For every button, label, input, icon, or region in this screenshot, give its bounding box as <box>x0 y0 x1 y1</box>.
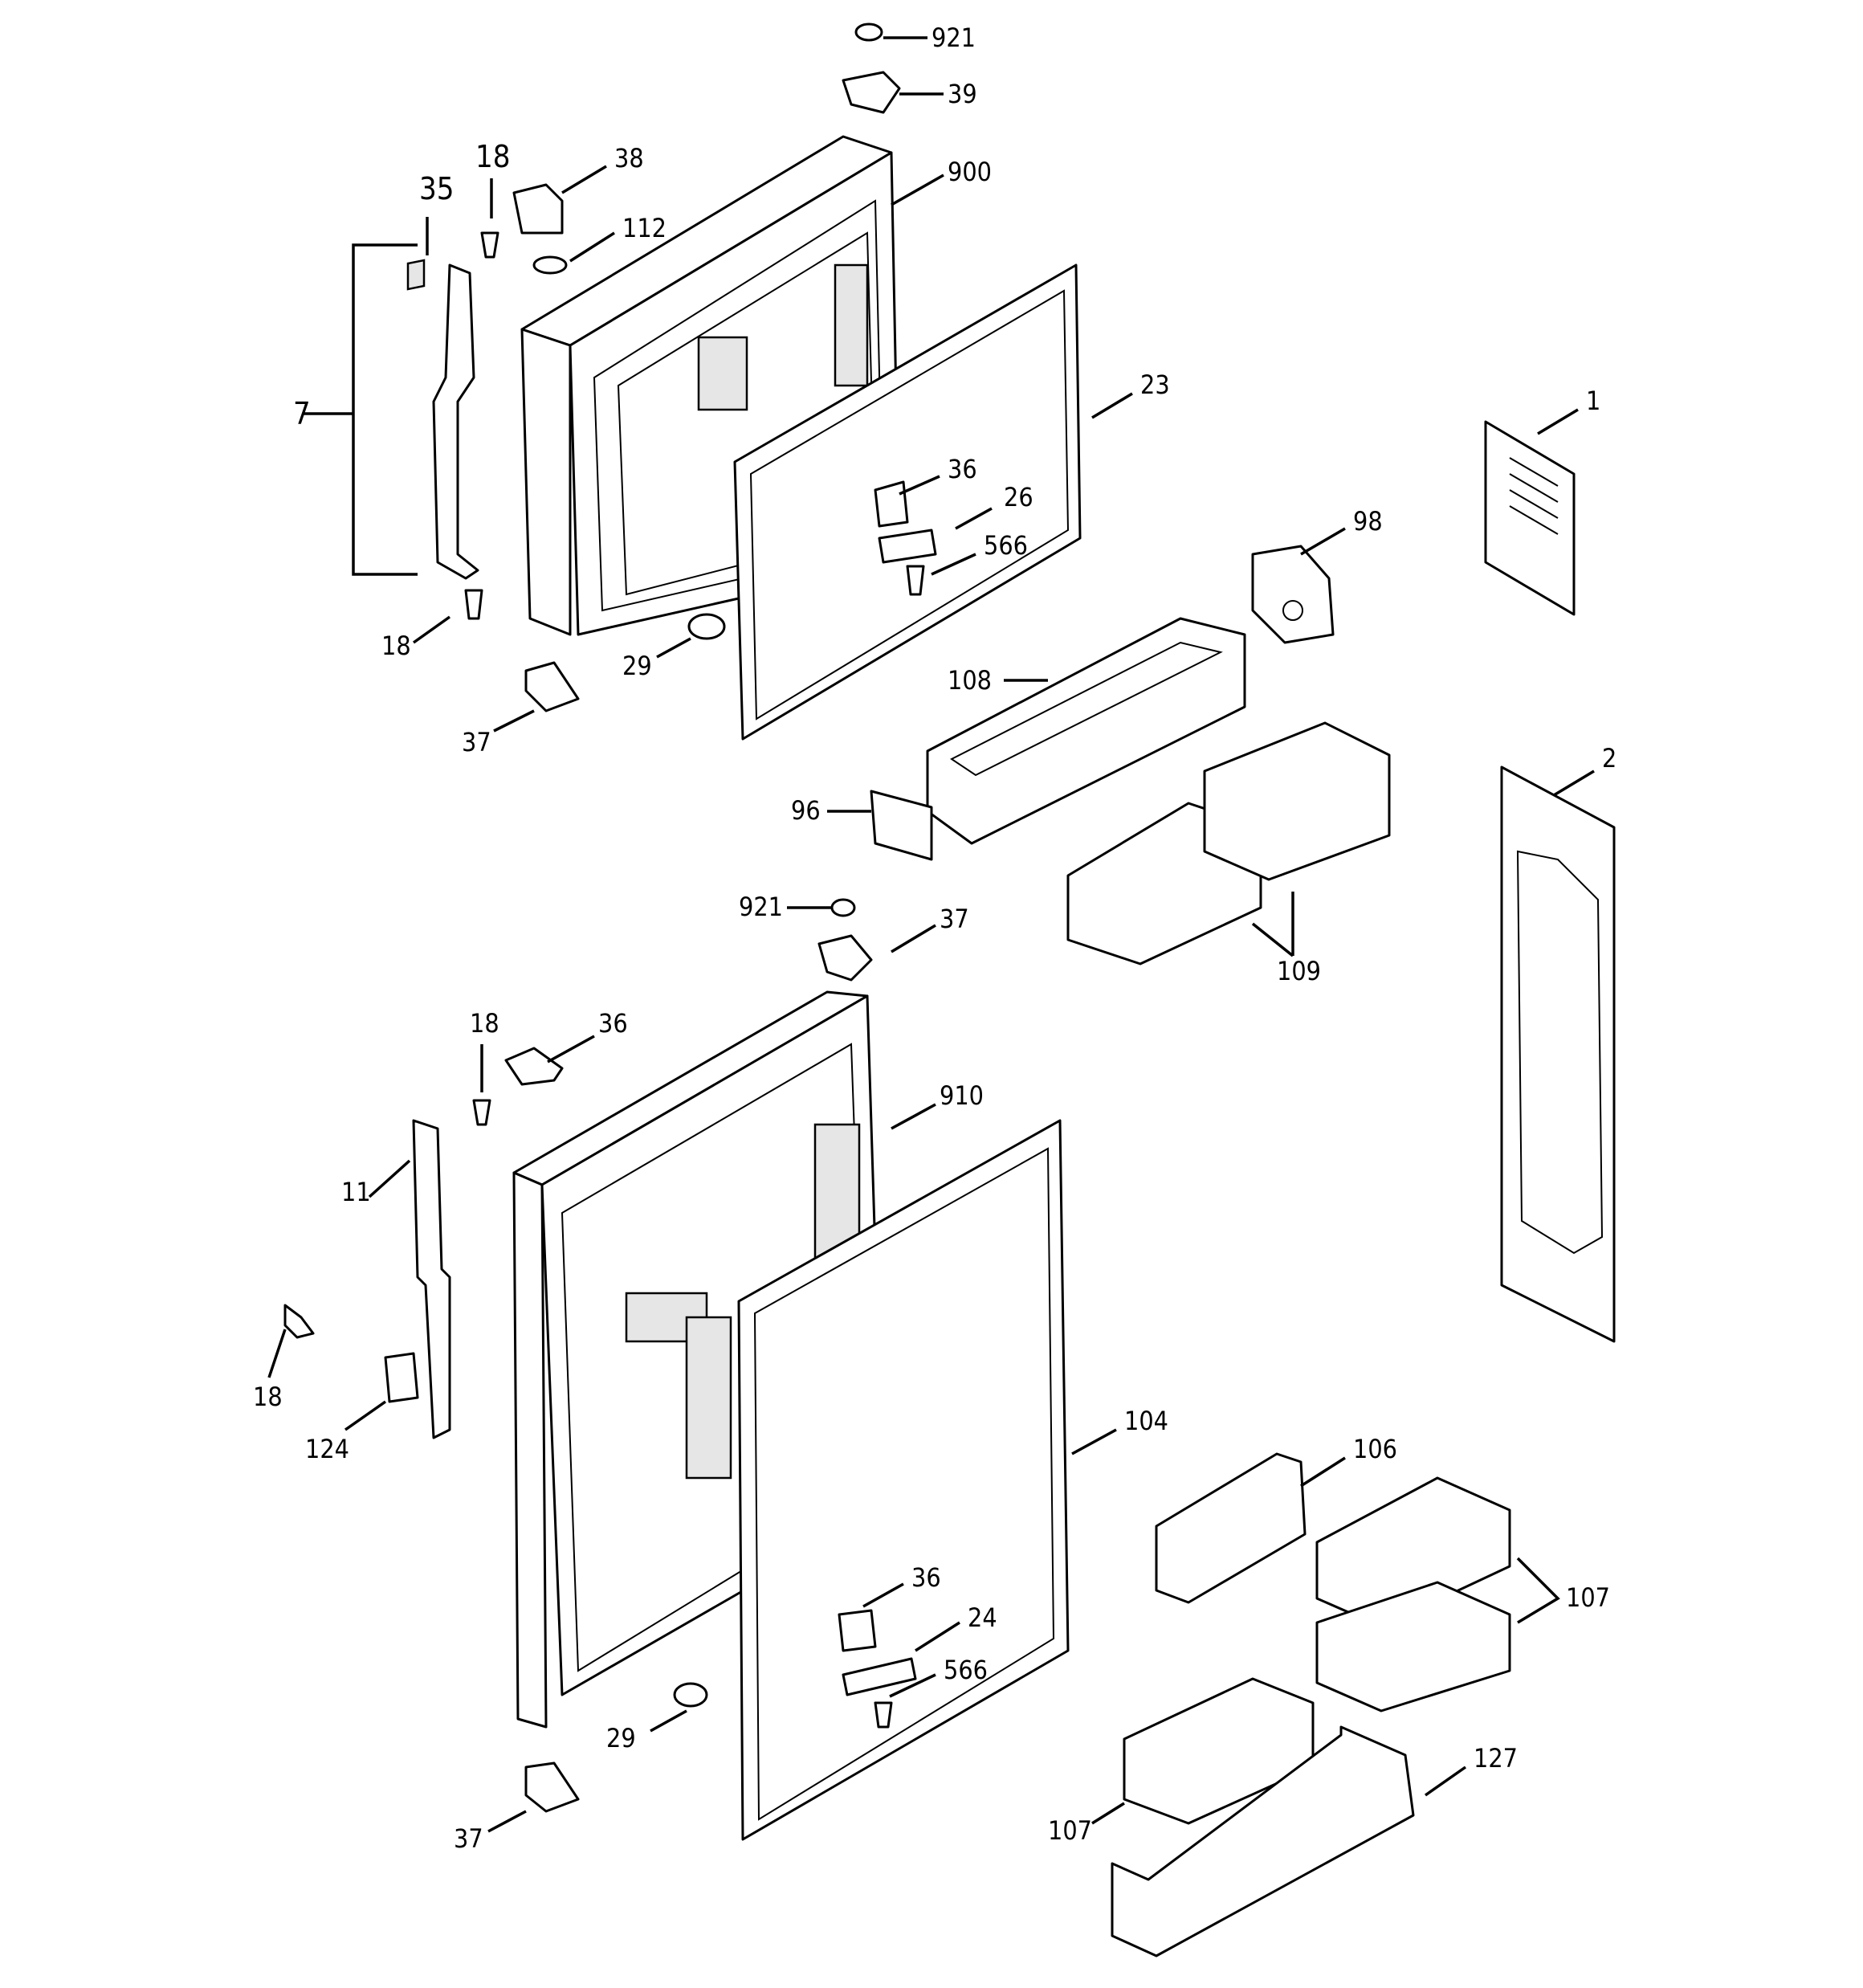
callout-96: 96 <box>791 795 821 826</box>
callout-labels: 921 39 38 900 18 35 112 7 23 1 36 26 566… <box>253 22 1616 1854</box>
callout-107-left: 107 <box>1048 1815 1092 1846</box>
callout-900: 900 <box>948 157 992 187</box>
callout-921-top: 921 <box>932 22 976 53</box>
callout-29-upper: 29 <box>622 651 652 681</box>
small-hardware-upper <box>464 22 937 712</box>
callout-107-right: 107 <box>1566 1582 1610 1613</box>
callout-910: 910 <box>940 1080 984 1111</box>
callout-127: 127 <box>1474 1743 1518 1774</box>
callout-35: 35 <box>419 171 455 206</box>
callout-7: 7 <box>293 396 311 431</box>
label-1 <box>1484 420 1576 616</box>
callout-23: 23 <box>1140 369 1170 400</box>
dairy-cover-106 <box>1155 1452 1307 1604</box>
callout-109: 109 <box>1277 956 1321 986</box>
freezer-handle-7 <box>352 243 479 580</box>
callout-36-lower: 36 <box>911 1562 941 1593</box>
door-liner-2 <box>1500 765 1616 1343</box>
callout-18-mid: 18 <box>470 1008 499 1039</box>
callout-108: 108 <box>948 665 992 696</box>
callout-104: 104 <box>1124 1406 1168 1436</box>
leader-lines <box>267 36 1595 1833</box>
callout-39: 39 <box>948 79 977 109</box>
end-cap-96 <box>870 790 933 861</box>
freezer-bins-109 <box>1066 721 1391 965</box>
callout-29-lower: 29 <box>606 1723 636 1753</box>
callout-37-lower: 37 <box>454 1823 483 1854</box>
callout-921-mid: 921 <box>739 892 783 922</box>
end-cap-98 <box>1251 545 1335 644</box>
callout-18-bottom-left: 18 <box>253 1382 283 1412</box>
fresh-food-handle-11 <box>384 1119 451 1439</box>
callout-2: 2 <box>1602 743 1616 774</box>
callout-38: 38 <box>614 143 644 173</box>
callout-24: 24 <box>968 1602 997 1633</box>
fresh-food-bins-107 <box>1123 1476 1560 1825</box>
freezer-door-gasket-23 <box>733 263 1082 741</box>
callout-18-lower-left: 18 <box>381 631 411 661</box>
callout-37-upper: 37 <box>462 727 491 757</box>
callout-26: 26 <box>1004 482 1033 512</box>
callout-36-mid: 36 <box>598 1008 628 1039</box>
callout-37-mid: 37 <box>940 904 969 934</box>
callout-1: 1 <box>1586 386 1600 416</box>
small-hardware-lower <box>283 898 917 1813</box>
callout-566-lower: 566 <box>944 1655 988 1685</box>
callout-11: 11 <box>341 1177 371 1207</box>
fresh-food-door-gasket-104 <box>737 1119 1070 1841</box>
door-shelf-127 <box>1111 1725 1415 1957</box>
callout-18-upper: 18 <box>475 139 511 174</box>
callout-98: 98 <box>1353 506 1383 537</box>
callout-124: 124 <box>305 1434 349 1464</box>
callout-566-upper: 566 <box>984 530 1028 561</box>
callout-106: 106 <box>1353 1434 1397 1464</box>
callout-36-upper: 36 <box>948 454 977 484</box>
callout-112: 112 <box>622 213 667 243</box>
